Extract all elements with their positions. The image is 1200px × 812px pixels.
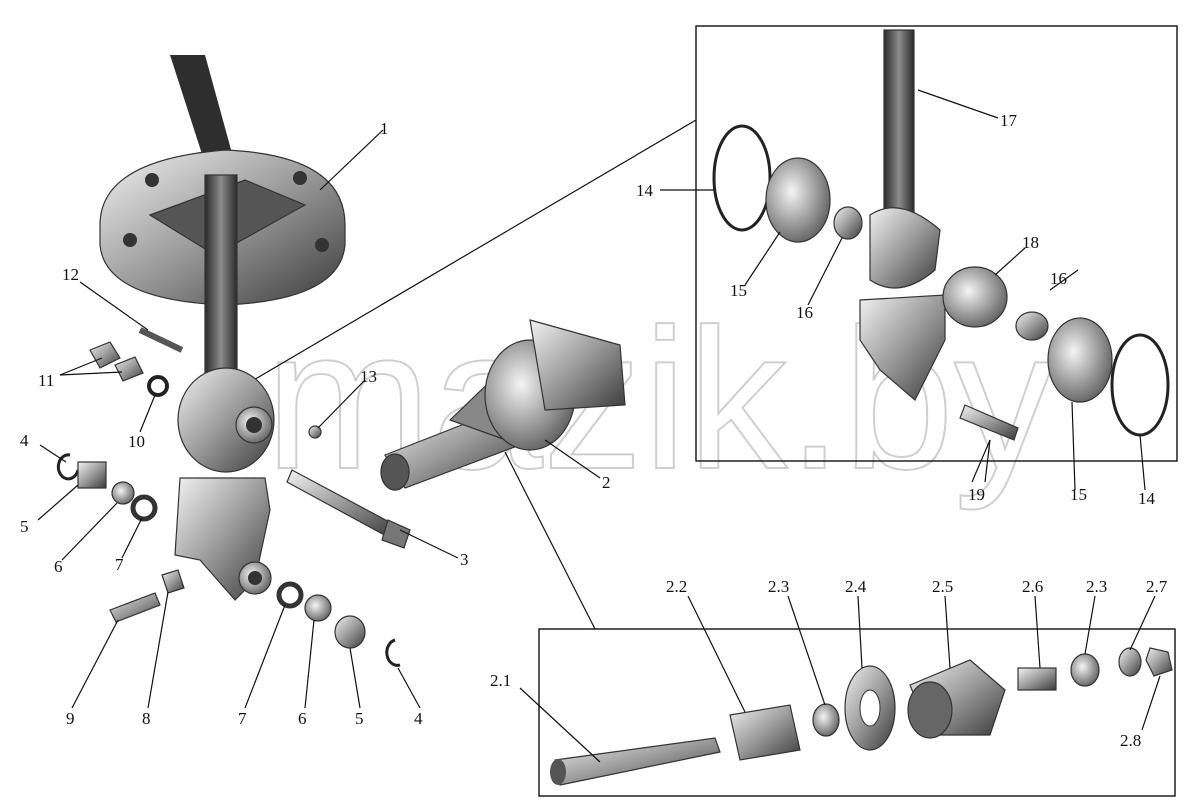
label-12: 12: [62, 265, 79, 284]
callout-line-upper: [239, 119, 697, 389]
label-15-right: 15: [1070, 485, 1087, 504]
lower-detail-parts: [550, 647, 1173, 786]
upper-detail-parts: [712, 29, 1170, 441]
label-18: 18: [1022, 233, 1039, 252]
label-7-left: 7: [115, 555, 124, 574]
label-2-3-left: 2.3: [768, 577, 789, 596]
label-2-6: 2.6: [1022, 577, 1043, 596]
callout-line-lower: [504, 451, 596, 630]
label-5-left: 5: [20, 517, 29, 536]
label-2-8: 2.8: [1120, 731, 1141, 750]
label-5-right: 5: [355, 709, 364, 728]
leader-lines: [37, 89, 1161, 763]
label-19: 19: [968, 485, 985, 504]
lever-flange-part-1: [99, 55, 346, 376]
shaft-assembly-part-2: [380, 319, 626, 491]
label-6-right: 6: [298, 709, 307, 728]
part-labels: 1 2 3 4 4 5 5 6 6 7 7 8 9 10 11 12 13 14…: [20, 111, 1168, 750]
label-2: 2: [602, 473, 611, 492]
label-14-left: 14: [636, 181, 654, 200]
label-13: 13: [360, 367, 377, 386]
label-4-right: 4: [414, 709, 423, 728]
label-4-left: 4: [20, 431, 29, 450]
universal-joint-assembly: [174, 367, 275, 601]
label-9: 9: [66, 709, 75, 728]
label-2-5: 2.5: [932, 577, 953, 596]
label-6-left: 6: [54, 557, 63, 576]
label-17: 17: [1000, 111, 1018, 130]
label-7-right: 7: [238, 709, 247, 728]
label-14-right: 14: [1138, 489, 1156, 508]
label-2-7: 2.7: [1146, 577, 1168, 596]
label-15-left: 15: [730, 281, 747, 300]
label-3: 3: [460, 550, 469, 569]
label-2-4: 2.4: [845, 577, 867, 596]
label-10: 10: [128, 432, 145, 451]
detail-frame-upper: [695, 25, 1178, 462]
label-16-left: 16: [796, 303, 813, 322]
label-2-1: 2.1: [490, 671, 511, 690]
label-8: 8: [142, 709, 151, 728]
label-2-3-right: 2.3: [1086, 577, 1107, 596]
bolt-part-3: [286, 469, 411, 549]
small-parts-left: [56, 327, 401, 667]
label-1: 1: [380, 119, 389, 138]
label-2-2: 2.2: [666, 577, 687, 596]
label-16-right: 16: [1050, 269, 1067, 288]
label-11: 11: [38, 371, 54, 390]
detail-frame-lower: [538, 628, 1176, 797]
